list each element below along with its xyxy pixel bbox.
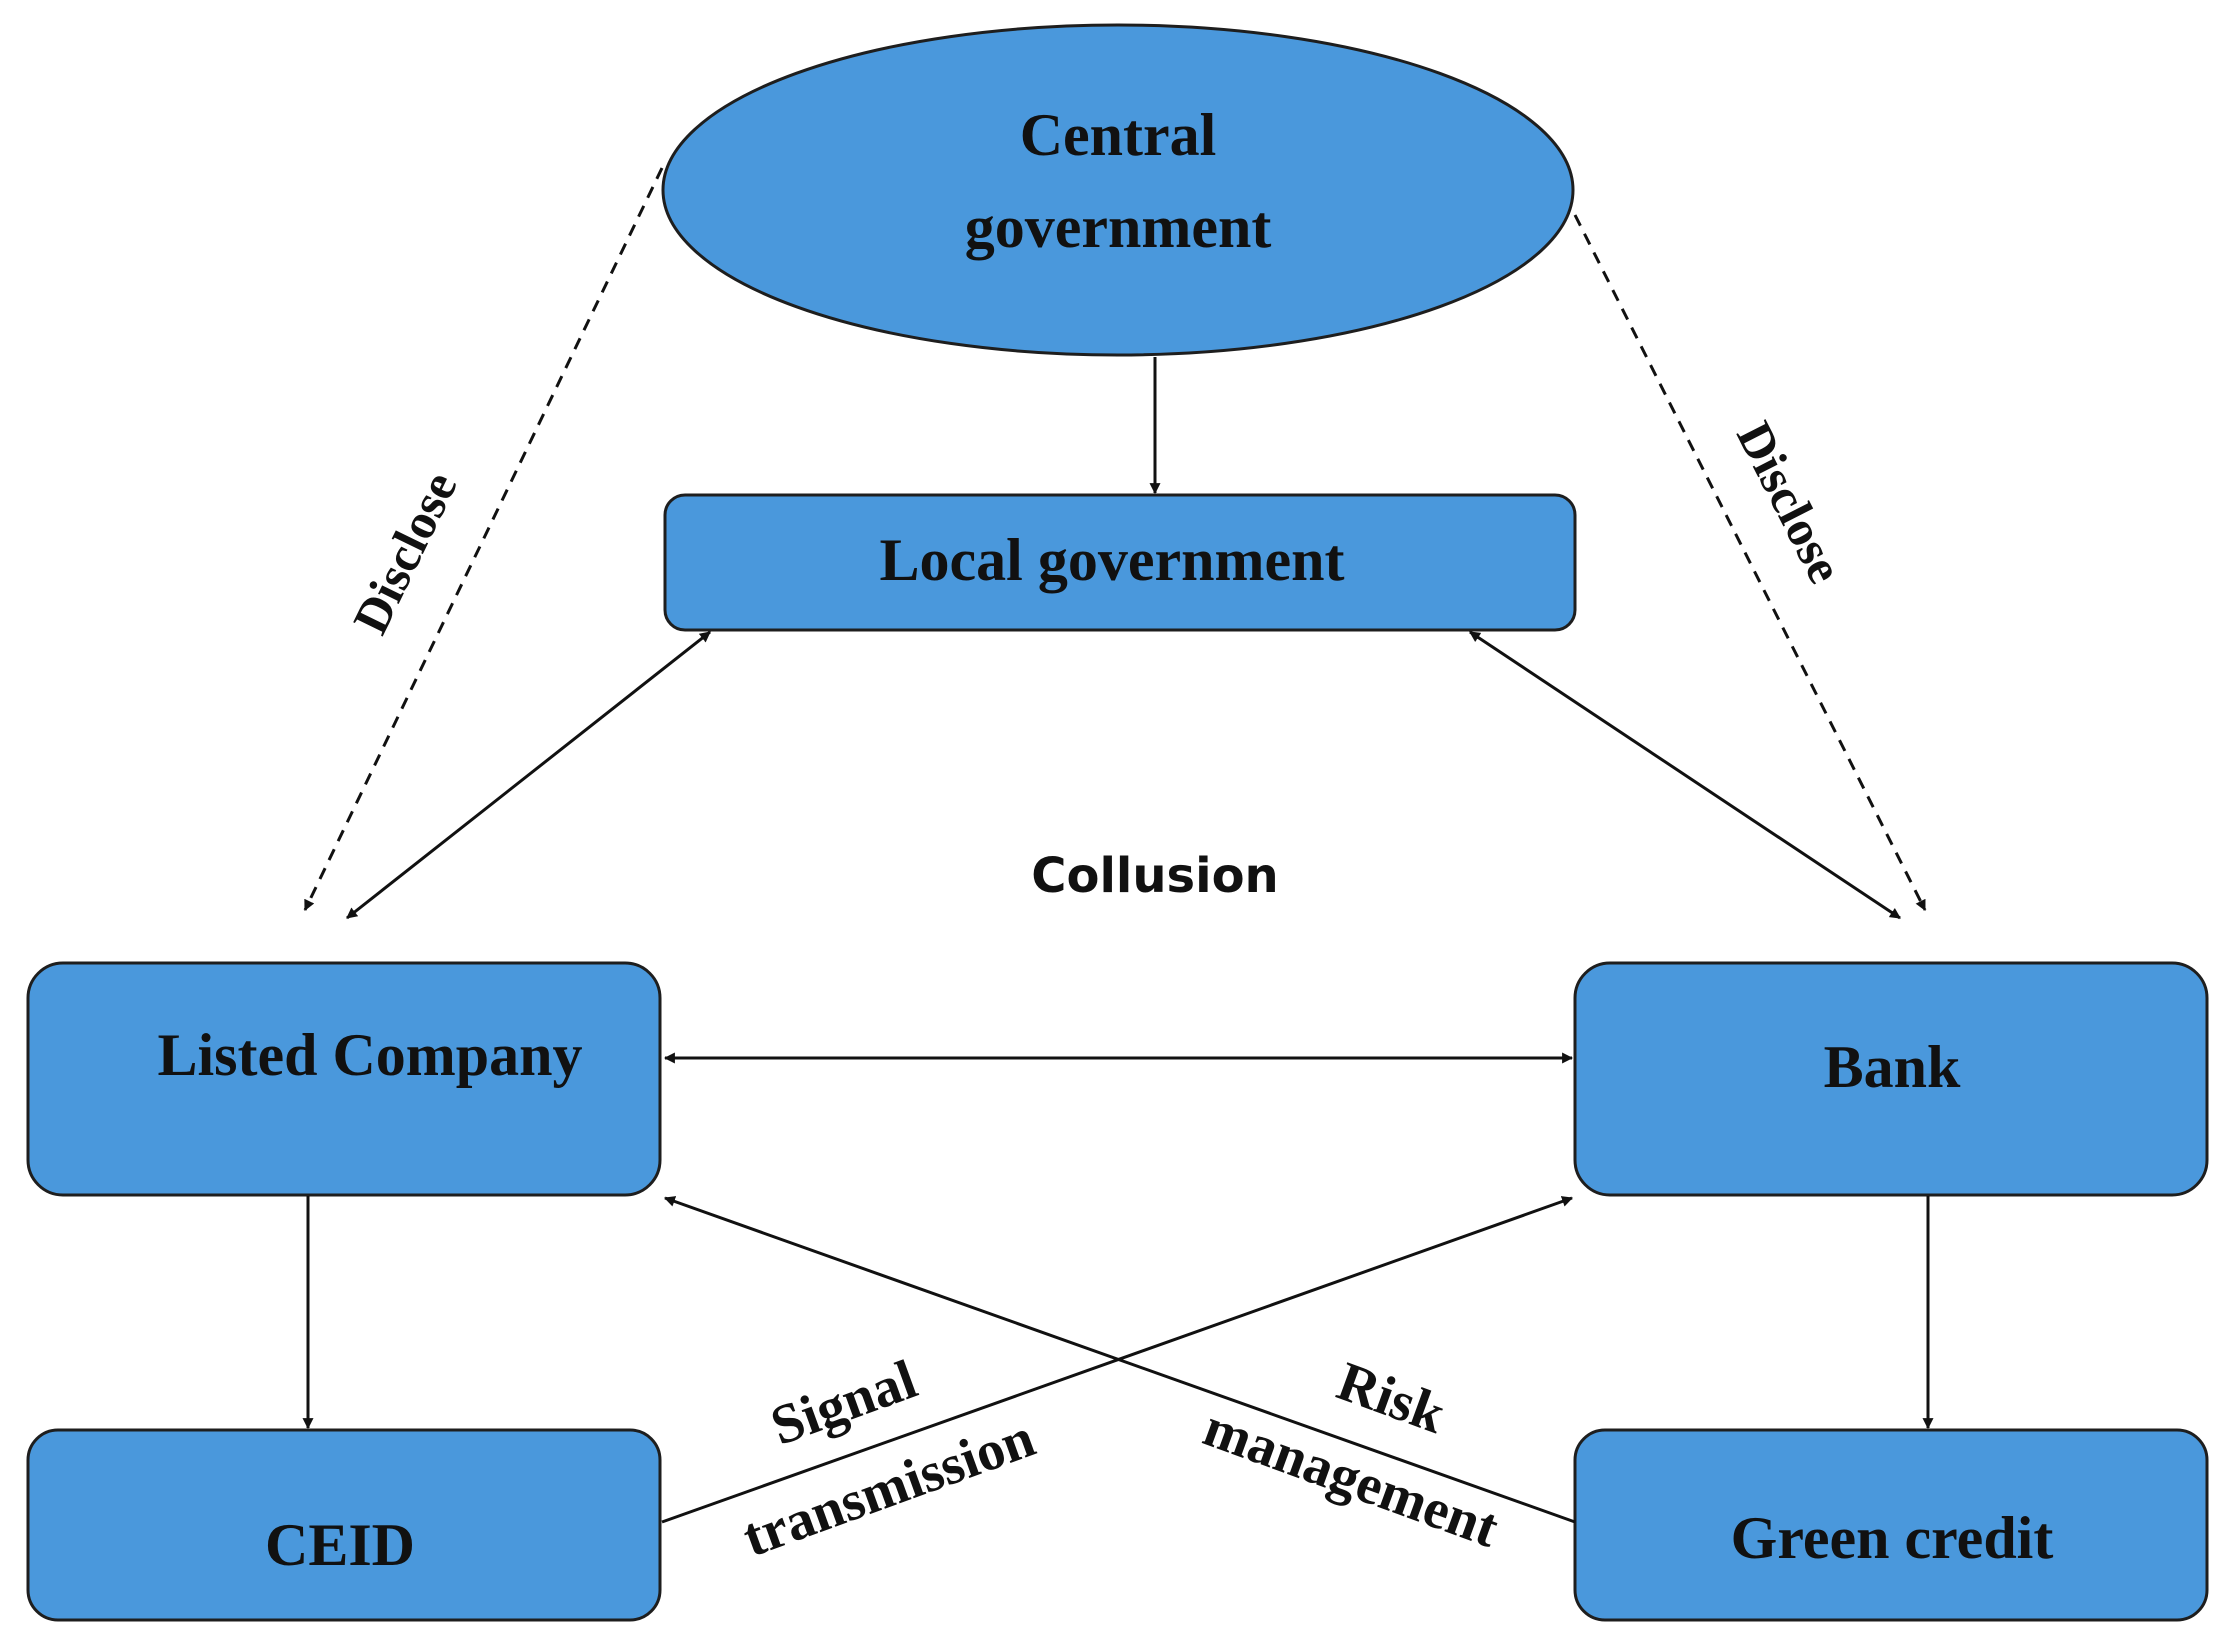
risk-management-label-line2: management [1196,1396,1507,1560]
risk-management-label-line1: Risk [1329,1350,1453,1446]
green-credit-box [1573,1428,2209,1622]
green-credit-node[interactable]: Green credit [1573,1428,2209,1622]
central-government-label-line1: Central [1020,102,1217,168]
central-government-ellipse [661,23,1575,357]
disclose-right-label: Disclose [1726,413,1854,592]
bank-node[interactable]: Bank [1573,961,2209,1197]
disclose-left-dashed-arrow [303,167,664,911]
local-government-box [663,493,1577,632]
local-bank-bidirectional-arrow [1469,630,1901,920]
local-government-label: Local government [880,527,1345,593]
central-government-node[interactable]: Central government [661,23,1575,357]
collusion-label: Collusion [1031,848,1278,904]
disclose-right-dashed-arrow [1573,214,1927,911]
ceid-box [26,1428,662,1622]
ceid-node[interactable]: CEID [26,1428,662,1622]
listed-company-label: Listed Company [157,1022,582,1088]
disclose-left-label: Disclose [342,463,468,642]
signal-transmission-label-line1: Signal [763,1348,925,1457]
bank-label: Bank [1824,1034,1961,1100]
central-government-label-line2: government [965,194,1272,260]
listed-company-node[interactable]: Listed Company [26,961,662,1197]
green-credit-to-listed-company-risk-arrow [663,1196,1576,1524]
ceid-label: CEID [265,1512,415,1578]
local-listed-company-bidirectional-arrow [346,630,711,920]
bank-box [1573,961,2209,1197]
listed-company-box [26,961,662,1197]
green-credit-label: Green credit [1731,1505,2054,1571]
local-government-node[interactable]: Local government [663,493,1577,632]
